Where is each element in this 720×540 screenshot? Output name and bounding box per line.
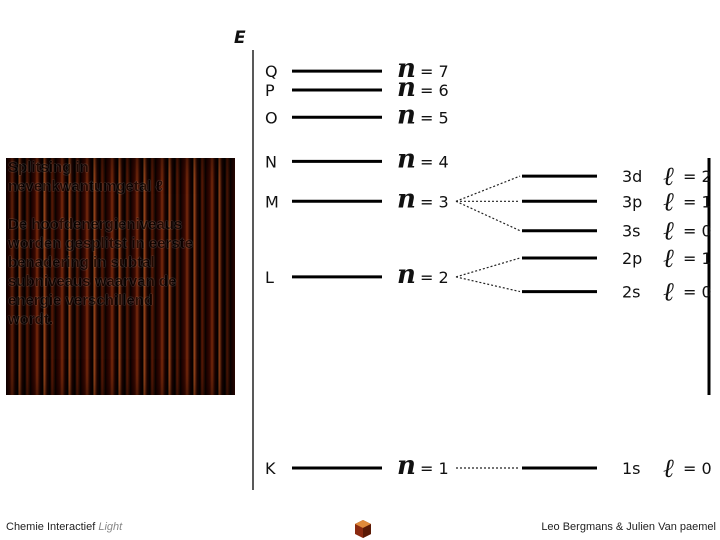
chemie-logo-icon	[355, 520, 371, 538]
n-value-4: = 4	[420, 152, 449, 171]
subshell-label-2s: 2s	[622, 283, 641, 302]
n-value-7: = 7	[420, 62, 449, 81]
l-value-1s: = 0	[683, 459, 712, 478]
subshell-label-3d: 3d	[622, 167, 642, 186]
subshell-label-2p: 2p	[622, 249, 642, 268]
overlay-text: Splitsing in nevenkwantumgetal ℓ De hoof…	[8, 159, 194, 328]
footer-left: Chemie Interactief Light	[6, 521, 122, 533]
n-symbol: n	[397, 73, 416, 103]
n-symbol: n	[397, 451, 416, 481]
l-symbol: ℓ	[663, 454, 674, 484]
connector-2p	[455, 257, 521, 278]
shell-letter-P: P	[265, 81, 275, 100]
n-symbol: n	[397, 100, 416, 130]
footer-brand-light: Light	[98, 521, 123, 533]
n-value-1: = 1	[420, 459, 449, 478]
connector-3d	[455, 175, 521, 202]
l-symbol: ℓ	[663, 162, 674, 192]
l-value-3d: = 2	[683, 167, 712, 186]
l-symbol: ℓ	[663, 187, 674, 217]
n-value-6: = 6	[420, 81, 449, 100]
n-value-3: = 3	[420, 192, 449, 211]
connector-3s	[455, 200, 521, 232]
n-symbol: n	[397, 144, 416, 174]
l-value-2s: = 0	[683, 283, 712, 302]
spectrum-image	[6, 158, 235, 395]
l-value-2p: = 1	[683, 249, 712, 268]
shell-letter-M: M	[265, 192, 279, 211]
footer-authors: Leo Bergmans & Julien Van paemel	[541, 521, 716, 533]
n-symbol: n	[397, 260, 416, 290]
l-value-3s: = 0	[683, 222, 712, 241]
shell-letter-L: L	[265, 268, 274, 287]
shell-letter-Q: Q	[265, 62, 278, 81]
n-symbol: n	[397, 54, 416, 84]
shell-letter-K: K	[265, 459, 276, 478]
n-value-5: = 5	[420, 108, 449, 127]
subshell-label-1s: 1s	[622, 459, 641, 478]
l-symbol: ℓ	[663, 278, 674, 308]
l-value-3p: = 1	[683, 192, 712, 211]
n-value-2: = 2	[420, 268, 449, 287]
footer-brand: Chemie Interactief	[6, 521, 99, 533]
l-symbol: ℓ	[663, 217, 674, 247]
shell-letter-O: O	[265, 108, 278, 127]
energy-axis-label: E	[234, 28, 246, 48]
subshell-label-3s: 3s	[622, 222, 641, 241]
connector-2s	[455, 276, 521, 293]
shell-letter-N: N	[265, 152, 277, 171]
n-symbol: n	[397, 184, 416, 214]
l-symbol: ℓ	[663, 244, 674, 274]
subshell-label-3p: 3p	[622, 192, 642, 211]
